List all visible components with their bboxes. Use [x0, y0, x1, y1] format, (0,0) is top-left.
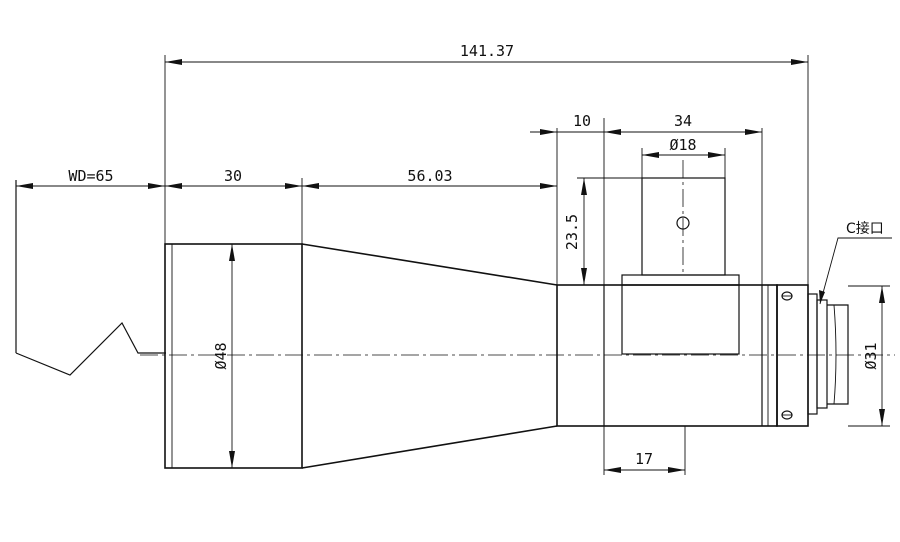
dim-working-distance-label: WD=65 [68, 167, 113, 185]
object-break-line [15, 180, 166, 376]
dim-front-diameter: Ø48 [212, 244, 235, 468]
dim-rear-diameter-label: Ø31 [862, 342, 880, 369]
dim-taper-length-label: 56.03 [407, 167, 452, 185]
rear-flange [776, 284, 809, 427]
rear-body [556, 284, 778, 427]
mount-block [621, 274, 740, 355]
dim-front-diameter-label: Ø48 [212, 342, 230, 369]
dim-working-distance: WD=65 [16, 167, 165, 189]
dim-post-diameter-label: Ø18 [669, 136, 696, 154]
front-barrel [164, 243, 303, 469]
dim-front-barrel-length-label: 30 [224, 167, 242, 185]
dim-bottom-width-label: 17 [635, 450, 653, 468]
dim-mount-block-width-label: 34 [674, 112, 692, 130]
dim-front-barrel-length: 30 [165, 167, 302, 189]
dim-post-height-label: 23.5 [563, 214, 581, 250]
c-mount-thread [807, 293, 849, 415]
dim-mount-block-width: 34 [604, 112, 762, 135]
mount-post [641, 160, 726, 276]
c-mount-label: C接口 [846, 220, 884, 237]
c-mount-callout: C接口 [819, 220, 892, 305]
dim-rear-diameter: Ø31 [862, 286, 885, 426]
dim-taper-length: 56.03 [302, 167, 557, 189]
dim-bottom-width: 17 [604, 450, 685, 473]
dim-collar-width-label: 10 [573, 112, 591, 130]
dim-post-height: 23.5 [563, 178, 587, 285]
dim-overall-length-label: 141.37 [460, 42, 514, 60]
dim-post-diameter: Ø18 [642, 136, 725, 158]
tapered-body [301, 243, 558, 469]
dim-overall-length: 141.37 [165, 42, 808, 65]
extension-lines [164, 55, 890, 475]
